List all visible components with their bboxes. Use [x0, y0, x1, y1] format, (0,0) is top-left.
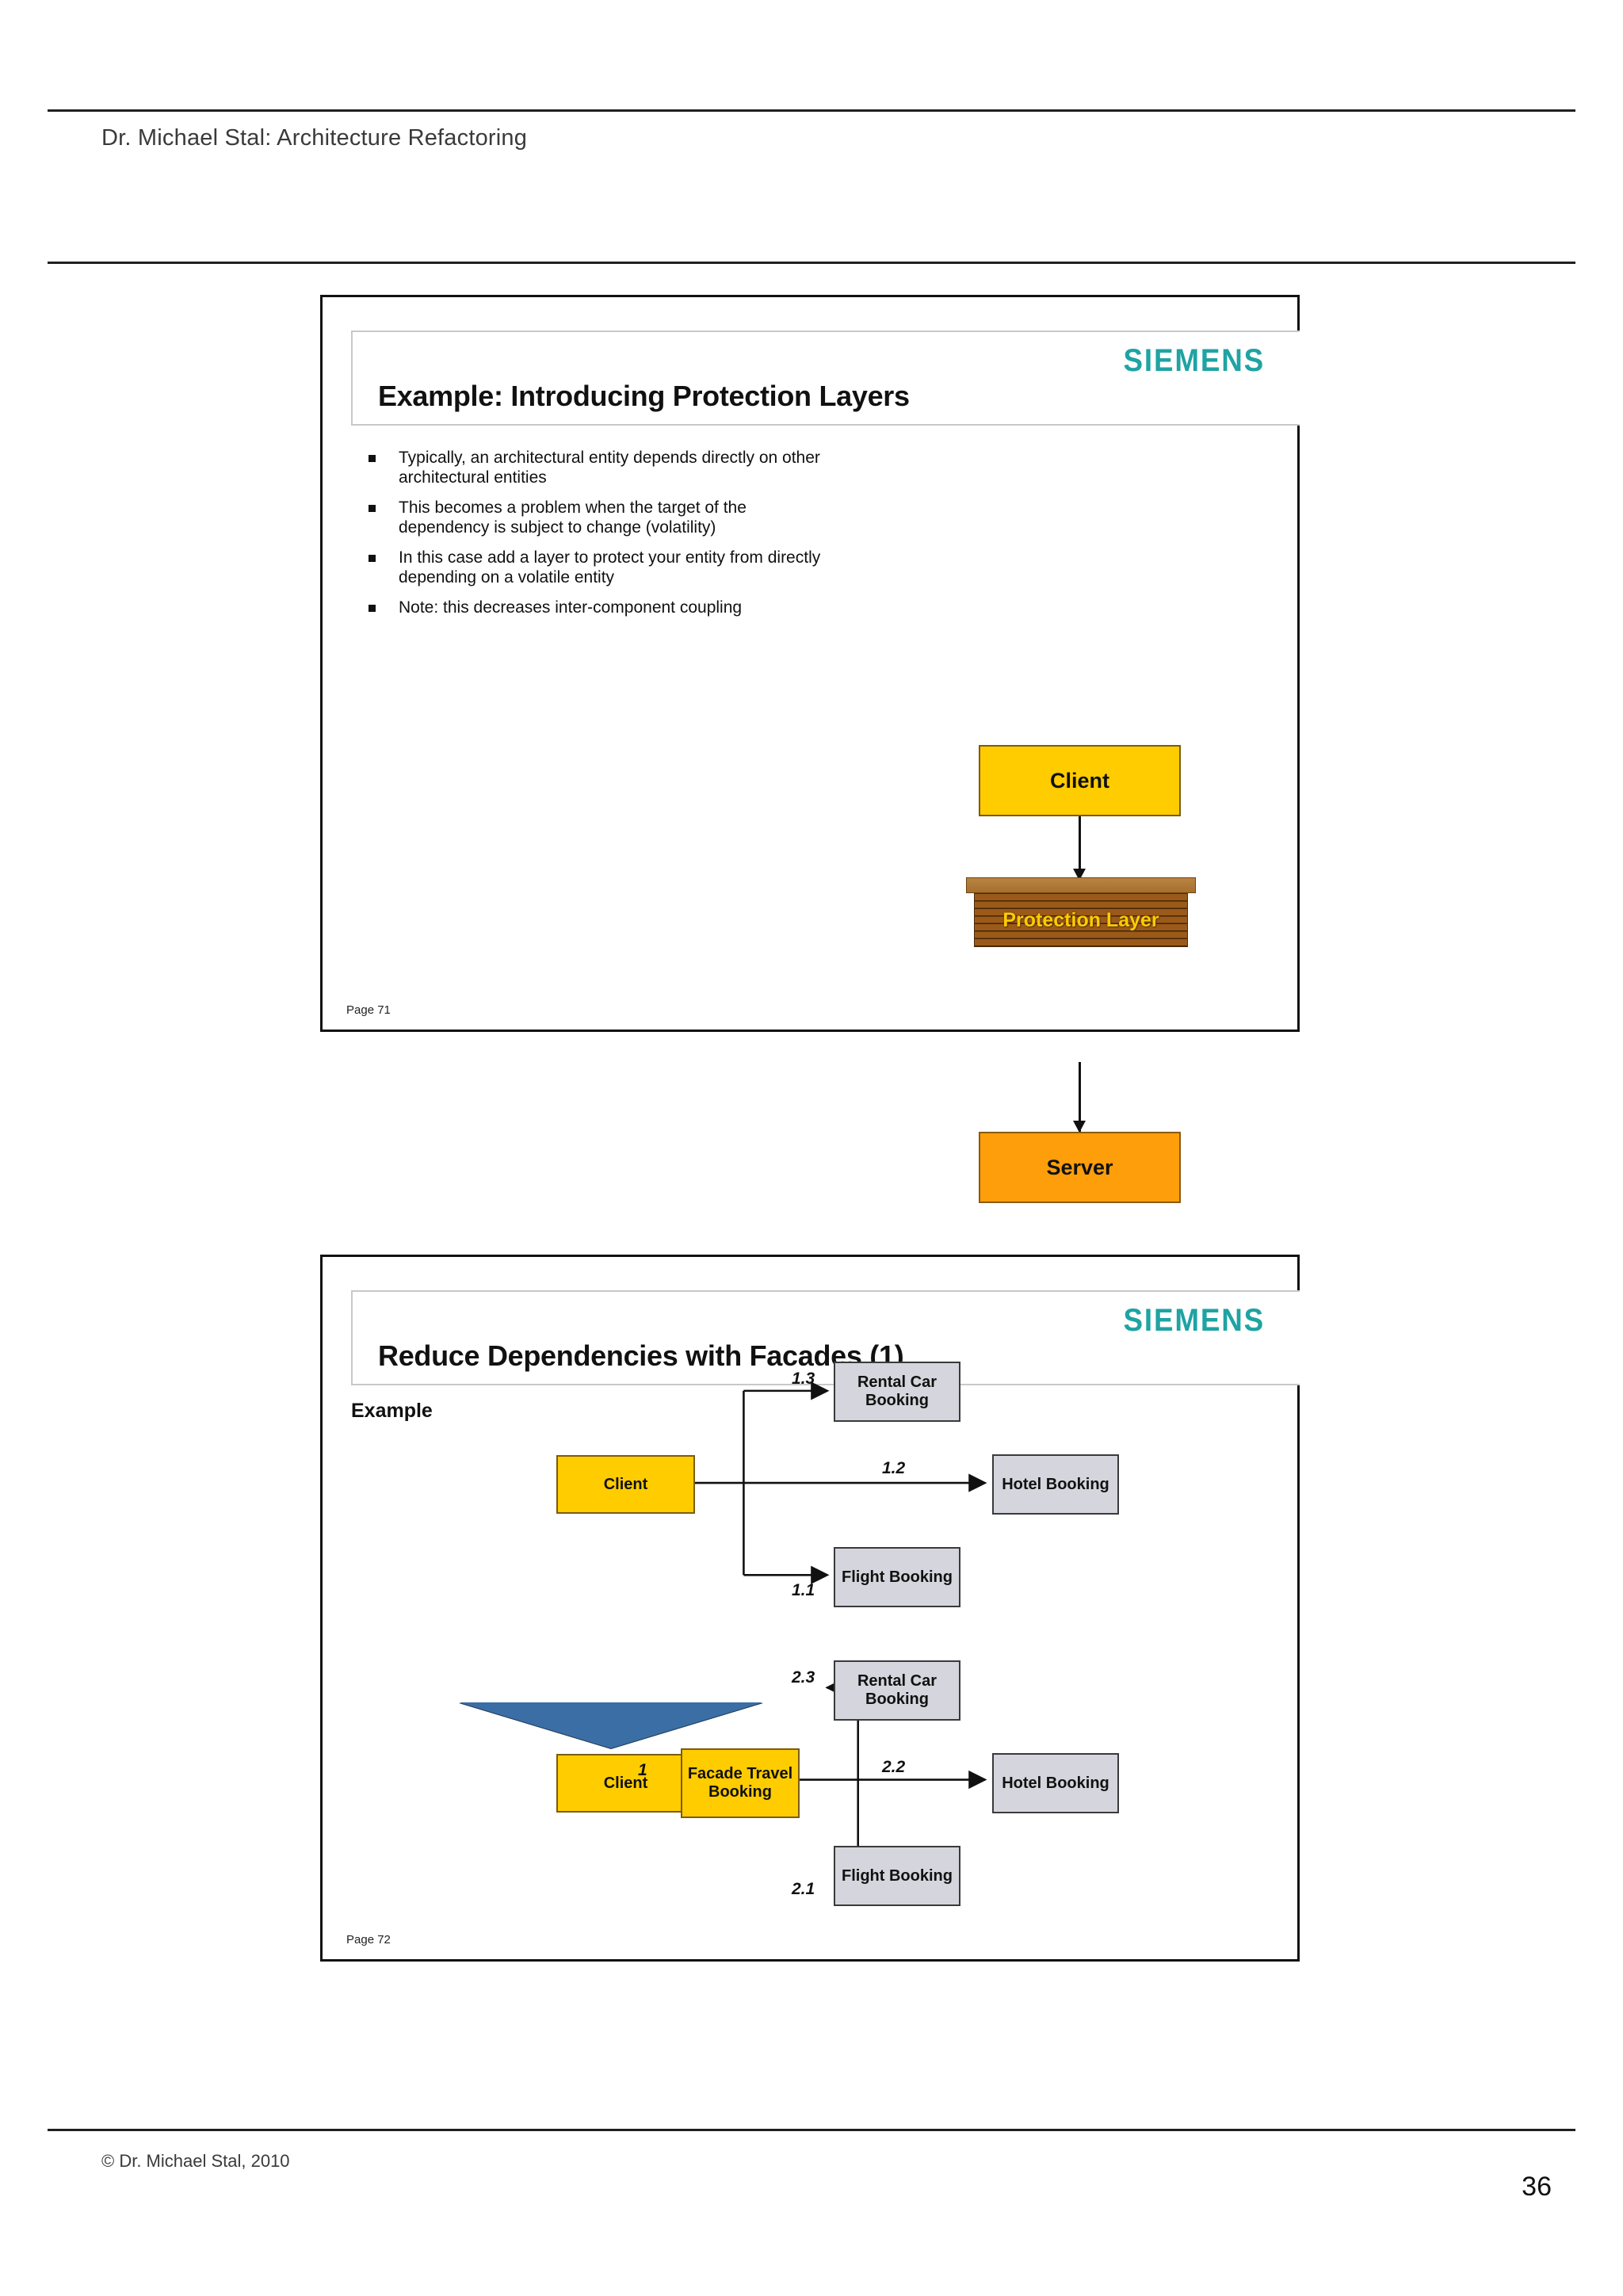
square-bullet-icon [369, 455, 376, 462]
seq-label-2-1: 2.1 [792, 1880, 815, 1898]
node-protection-layer: Protection Layer [966, 877, 1196, 947]
node-facade-travel-booking: Facade Travel Booking [681, 1748, 800, 1818]
bullet-text: This becomes a problem when the target o… [399, 499, 747, 537]
seq-label-2-2: 2.2 [882, 1758, 906, 1776]
page-number: 36 [1522, 2172, 1552, 2202]
seq-label-1-3: 1.3 [792, 1370, 815, 1388]
slide2-page-label: Page 72 [346, 1933, 391, 1946]
node-client: Client [979, 745, 1181, 816]
slide2-title: Reduce Dependencies with Facades (1) [378, 1339, 904, 1372]
slide-protection-layers: SIEMENS Example: Introducing Protection … [320, 295, 1300, 1203]
slide2-subtitle: Example [351, 1400, 433, 1422]
arrow-protection-layer-to-server [1073, 1062, 1086, 1133]
footer-rule [48, 2129, 1575, 2131]
bullet-text: Typically, an architectural entity depen… [399, 449, 820, 487]
node-server: Server [979, 1132, 1181, 1203]
header-rule-top [48, 109, 1575, 112]
seq-label-2-3: 2.3 [792, 1668, 815, 1687]
slide2-titlebar: SIEMENS Reduce Dependencies with Facades… [351, 1290, 1300, 1385]
node-client-after: Client [556, 1754, 695, 1813]
slide1-titlebar: SIEMENS Example: Introducing Protection … [351, 330, 1300, 426]
node-hotel-booking-before: Hotel Booking [992, 1454, 1119, 1515]
brick-wall-pattern [974, 893, 1188, 947]
seq-label-1: 1 [638, 1761, 647, 1779]
node-rental-car-booking-after: Rental Car Booking [834, 1660, 960, 1721]
list-item: This becomes a problem when the target o… [351, 498, 827, 537]
down-triangle-transition-icon [459, 1702, 763, 1748]
siemens-logo: SIEMENS [1123, 1303, 1265, 1338]
node-rental-car-booking-before: Rental Car Booking [834, 1362, 960, 1422]
brick-wall-cap [966, 877, 1196, 893]
list-item: Typically, an architectural entity depen… [351, 448, 827, 487]
facade-diagram: Client Rental Car Booking 1.3 Hotel Book… [323, 1257, 1297, 1959]
page-header-title: Dr. Michael Stal: Architecture Refactori… [101, 125, 528, 151]
square-bullet-icon [369, 505, 376, 512]
protection-layer-label: Protection Layer [1002, 908, 1159, 931]
bullet-text: Note: this decreases inter-component cou… [399, 598, 743, 617]
node-flight-booking-before: Flight Booking [834, 1547, 960, 1607]
connector-lines-after [857, 1678, 987, 1881]
slide1-title: Example: Introducing Protection Layers [378, 380, 910, 412]
list-item: Note: this decreases inter-component cou… [351, 598, 827, 617]
square-bullet-icon [369, 605, 376, 612]
node-hotel-booking-after: Hotel Booking [992, 1753, 1119, 1813]
copyright-footer: © Dr. Michael Stal, 2010 [101, 2151, 290, 2171]
header-rule-bottom [48, 262, 1575, 264]
siemens-logo: SIEMENS [1123, 343, 1265, 378]
bullet-text: In this case add a layer to protect your… [399, 548, 821, 586]
square-bullet-icon [369, 555, 376, 562]
list-item: In this case add a layer to protect your… [351, 548, 827, 587]
seq-label-1-1: 1.1 [792, 1581, 815, 1599]
arrow-client-to-protection-layer [1073, 816, 1086, 881]
seq-label-1-2: 1.2 [882, 1459, 906, 1477]
node-client-before: Client [556, 1455, 695, 1514]
slide1-bullet-list: Typically, an architectural entity depen… [351, 448, 827, 628]
node-flight-booking-after: Flight Booking [834, 1846, 960, 1906]
slide-facades: SIEMENS Reduce Dependencies with Facades… [320, 1255, 1300, 1962]
slide1-page-label: Page 71 [346, 1003, 391, 1017]
